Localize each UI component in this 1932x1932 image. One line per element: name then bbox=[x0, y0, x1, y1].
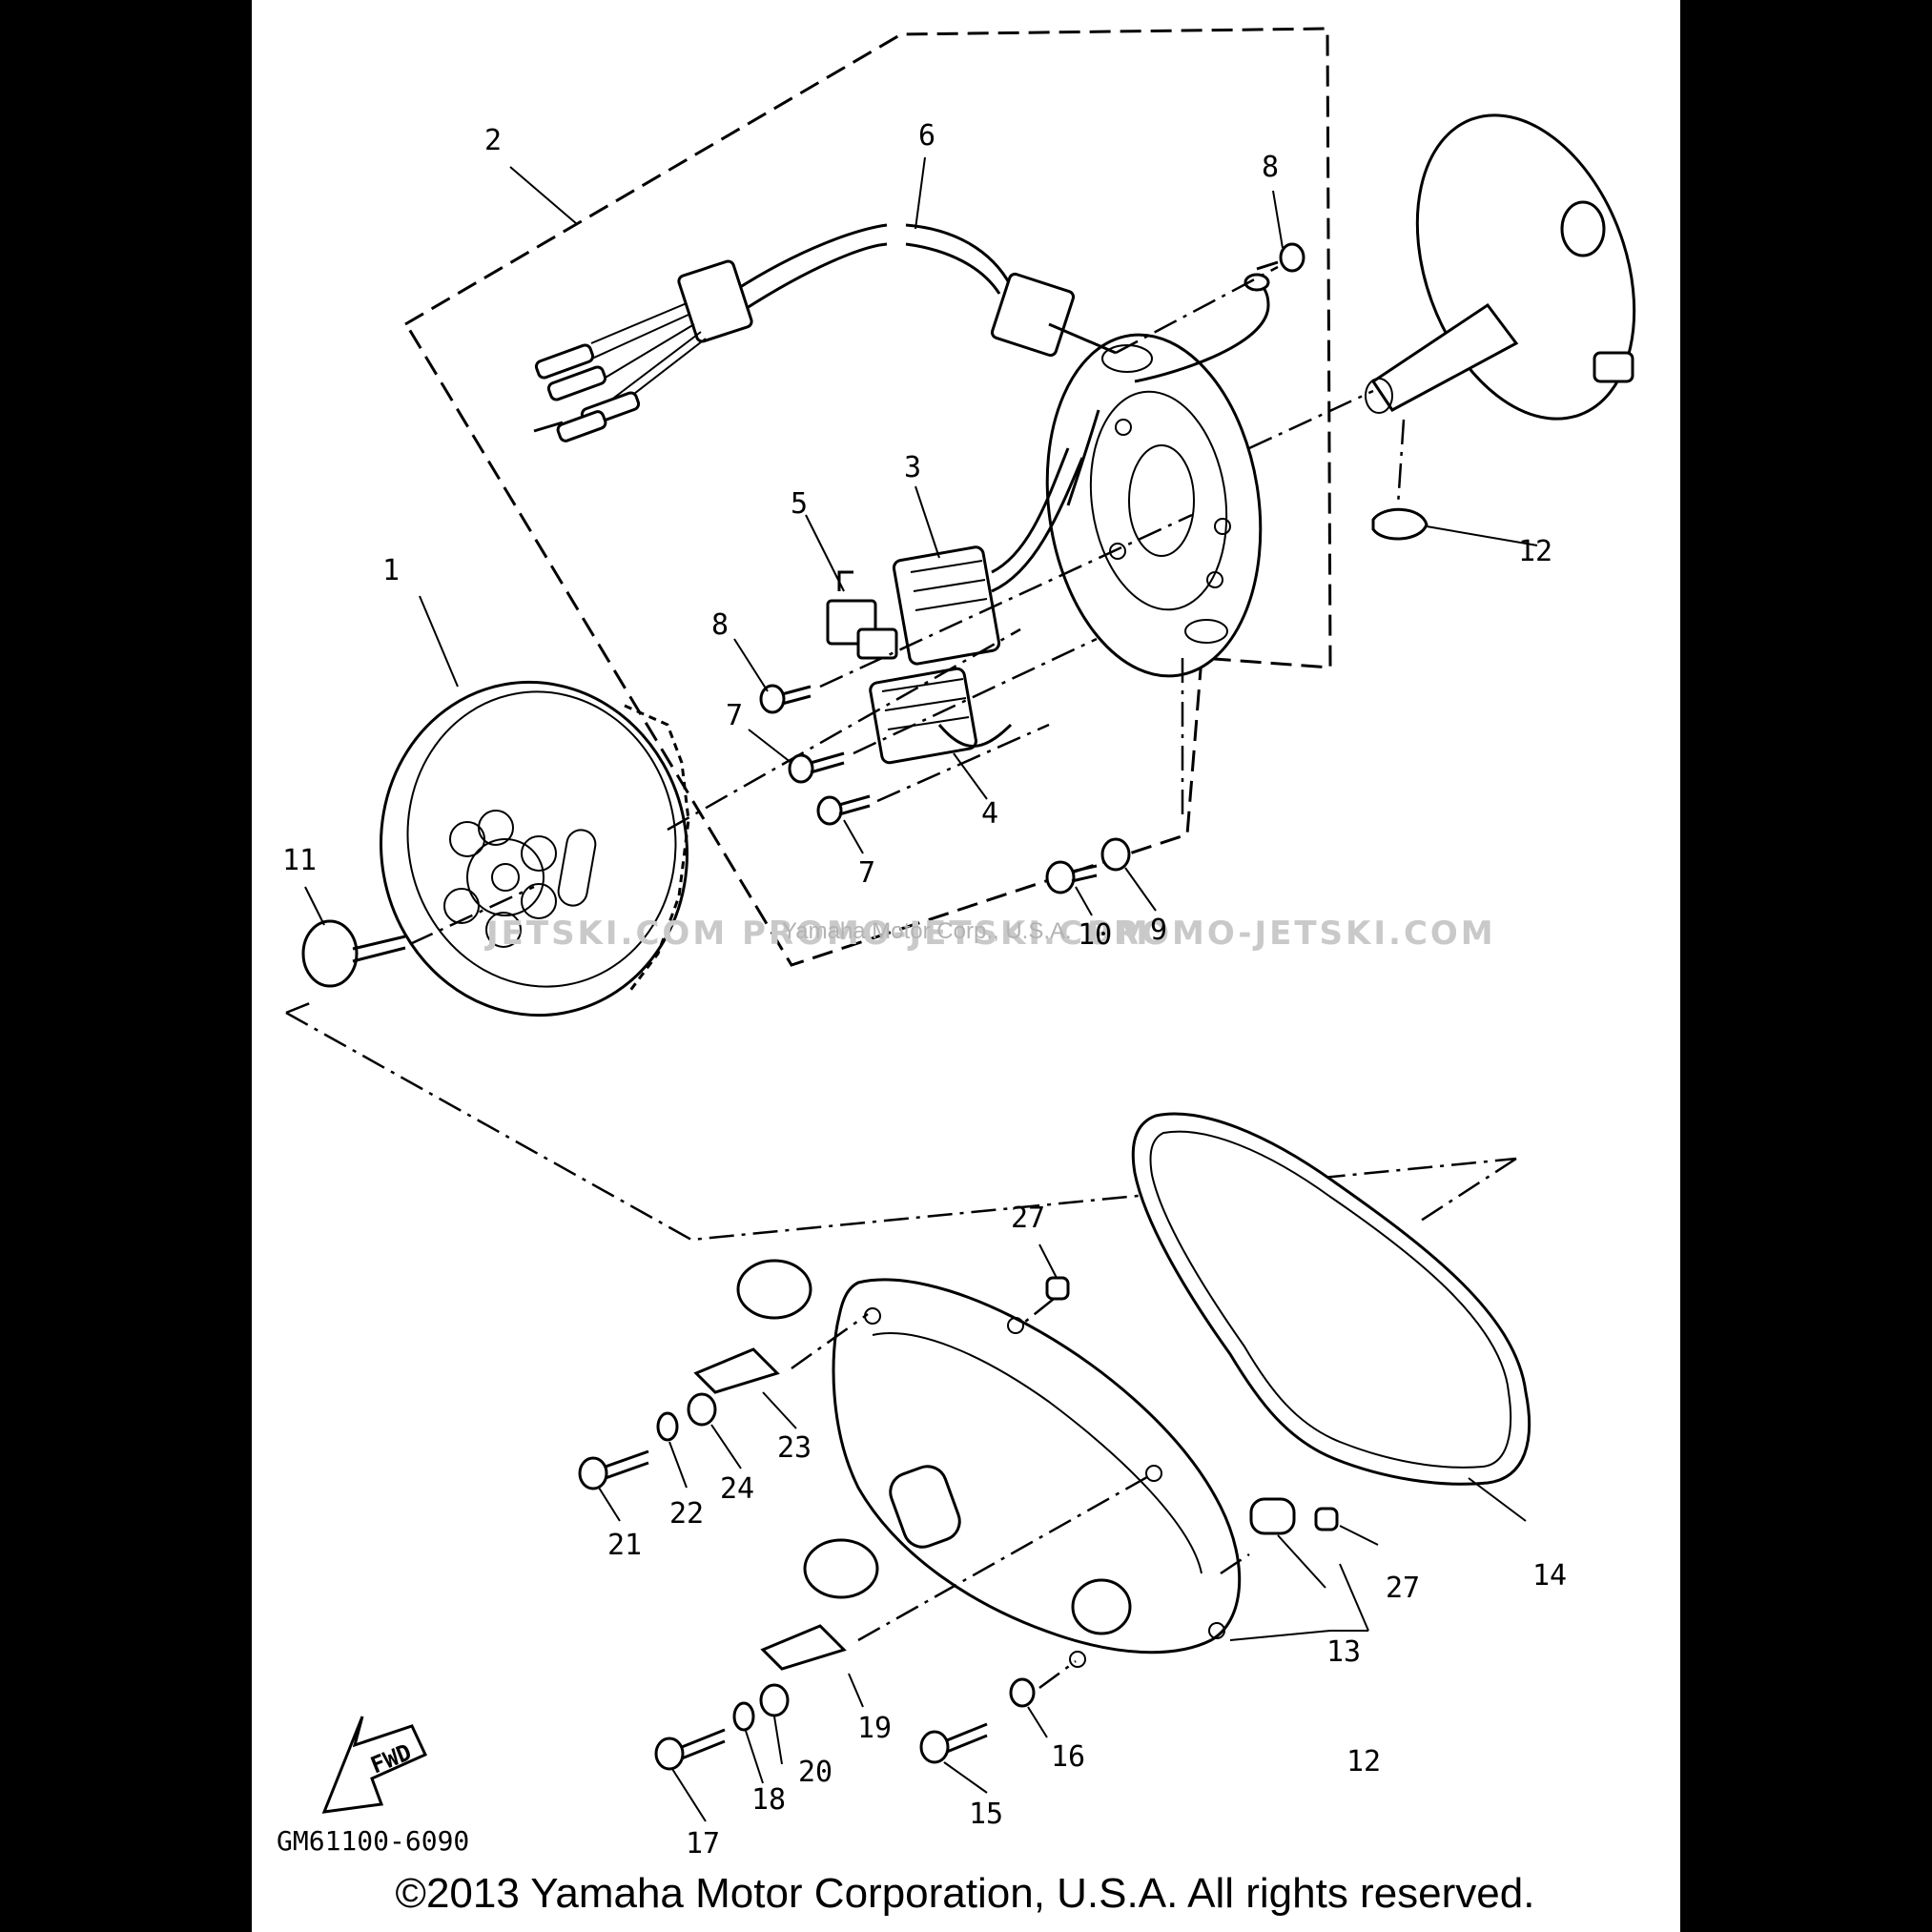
copyright-notice: ©2013 Yamaha Motor Corporation, U.S.A. A… bbox=[396, 1870, 1535, 1917]
callout-11: 9 bbox=[1150, 914, 1167, 947]
fwd-arrow-icon: FWD bbox=[321, 1716, 428, 1814]
stator-base-plate bbox=[1045, 333, 1263, 678]
callout-4: 4 bbox=[981, 797, 998, 831]
bolt-13 bbox=[301, 919, 406, 988]
bolt-9 bbox=[1256, 242, 1305, 273]
dowel-pin-27a bbox=[1045, 1276, 1070, 1301]
callout-3: 3 bbox=[904, 451, 921, 484]
callout-10: 10 bbox=[1078, 918, 1112, 952]
callout-17: 15 bbox=[969, 1798, 1003, 1831]
flywheel-cover bbox=[832, 1278, 1242, 1655]
dowel-pin-27b bbox=[1314, 1507, 1339, 1531]
woodruff-key bbox=[1371, 507, 1428, 541]
bolt-23 bbox=[578, 1449, 649, 1490]
bolt-7a bbox=[788, 751, 845, 784]
callout-8: 8 bbox=[711, 608, 729, 642]
callout-27a: 27 bbox=[1011, 1202, 1045, 1235]
washer-20 bbox=[732, 1701, 755, 1732]
stator-assembly-boundary bbox=[404, 27, 1332, 967]
hose-clamp-25 bbox=[693, 1259, 812, 1394]
washer-18 bbox=[1009, 1677, 1036, 1708]
charge-coil bbox=[892, 447, 1084, 666]
callout-21: 19 bbox=[857, 1712, 892, 1745]
watermark-left: JETSKI.COM PROMO-JETSKI.COM bbox=[484, 915, 1151, 953]
cover-gasket bbox=[1131, 1112, 1531, 1486]
callout-13: 11 bbox=[282, 844, 317, 877]
bolt-19 bbox=[654, 1728, 726, 1771]
callout-18: 16 bbox=[1051, 1740, 1085, 1774]
callout-7b: 7 bbox=[858, 856, 875, 890]
callout-26: 24 bbox=[720, 1472, 754, 1506]
part-code: GM61100-6090 bbox=[277, 1825, 469, 1857]
callout-19: 17 bbox=[686, 1827, 720, 1860]
bolt-7b bbox=[816, 794, 871, 826]
pulser-coil bbox=[826, 570, 898, 660]
washer-11 bbox=[1100, 837, 1131, 872]
watermark-right: PROMO-JETSKI.COM bbox=[1087, 915, 1496, 953]
bolt-17 bbox=[919, 1722, 988, 1764]
lighting-coil bbox=[869, 667, 1013, 765]
callout-6: 6 bbox=[918, 119, 935, 153]
callout-12: 12 bbox=[1518, 535, 1552, 568]
wire-harness bbox=[533, 223, 1117, 442]
callout-15: 13 bbox=[1326, 1635, 1361, 1669]
bolt-10 bbox=[1045, 860, 1098, 894]
callout-1: 1 bbox=[382, 554, 400, 587]
callout-23: 21 bbox=[607, 1529, 642, 1562]
callout-9: 8 bbox=[1262, 151, 1279, 184]
collar-26 bbox=[687, 1392, 717, 1427]
callout-7a: 7 bbox=[726, 699, 743, 732]
leader-lines bbox=[304, 156, 1538, 1822]
callout-22: 20 bbox=[798, 1756, 832, 1789]
callout-25: 23 bbox=[777, 1431, 812, 1465]
flywheel-rotor bbox=[380, 680, 690, 1017]
callout-2: 2 bbox=[484, 124, 502, 157]
hose-clamp-21 bbox=[760, 1538, 879, 1671]
callout-20: 18 bbox=[751, 1783, 786, 1817]
callout-24: 22 bbox=[669, 1497, 704, 1531]
bushing-15 bbox=[1249, 1497, 1296, 1535]
collar-22 bbox=[759, 1683, 790, 1717]
callout-5: 5 bbox=[791, 487, 808, 521]
callout-14: 12 bbox=[1346, 1745, 1381, 1778]
callout-27b: 27 bbox=[1386, 1572, 1420, 1605]
callout-16: 14 bbox=[1532, 1559, 1567, 1593]
washer-24 bbox=[656, 1411, 679, 1442]
crankshaft-taper bbox=[1365, 113, 1636, 421]
watermark-center: Yamaha Motor Corp., U.S.A. bbox=[782, 918, 1072, 944]
bolt-8 bbox=[759, 684, 812, 714]
